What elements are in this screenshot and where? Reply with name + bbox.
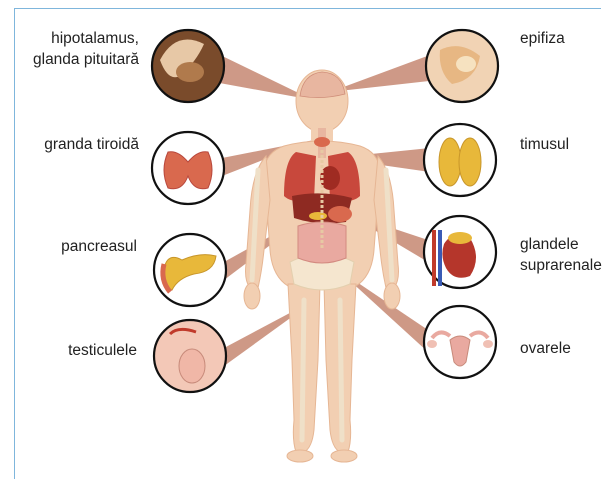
- inset-thyroid: [152, 132, 224, 204]
- label-hypothalamus-line1: hipotalamus,: [33, 28, 139, 49]
- human-body: [244, 70, 400, 462]
- inset-pancreas: [154, 234, 226, 306]
- organ-pancreas-small: [309, 212, 327, 220]
- inset-adrenal: [424, 216, 496, 288]
- inset-ovaries: [424, 306, 496, 378]
- inset-hypothalamus: [152, 30, 224, 102]
- label-thymus: timusul: [520, 134, 569, 155]
- label-adrenal: glandele suprarenale: [520, 234, 602, 276]
- body-foot-right: [331, 450, 357, 462]
- label-ovaries: ovarele: [520, 338, 571, 359]
- inset-thymus: [424, 124, 496, 196]
- body-hand-left: [244, 283, 260, 309]
- label-thyroid: granda tiroidă: [44, 134, 139, 155]
- inset-pineal: [426, 30, 498, 102]
- pointer-pineal: [330, 52, 438, 92]
- organ-stomach: [328, 206, 352, 222]
- label-testes: testiculele: [68, 340, 137, 361]
- label-pancreas: pancreasul: [61, 236, 137, 257]
- organ-thyroid-small: [314, 137, 330, 147]
- body-hand-right: [384, 283, 400, 309]
- label-pineal: epifiza: [520, 28, 565, 49]
- label-hypothalamus-line2: glanda pituitară: [33, 49, 139, 70]
- label-adrenal-line2: suprarenale: [520, 255, 602, 276]
- inset-testes: [154, 320, 226, 392]
- label-hypothalamus: hipotalamus, glanda pituitară: [33, 28, 139, 70]
- label-adrenal-line1: glandele: [520, 234, 602, 255]
- body-foot-left: [287, 450, 313, 462]
